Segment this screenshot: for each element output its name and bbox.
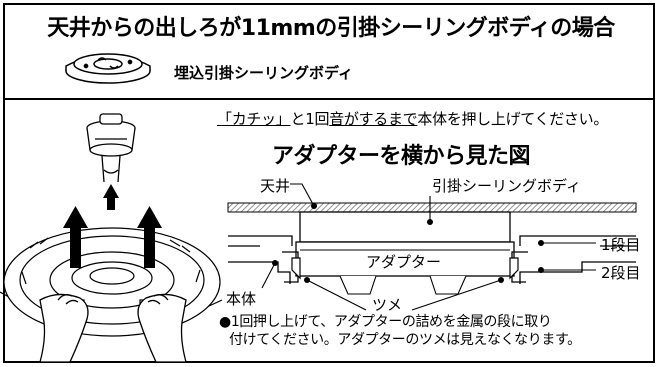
outer-frame	[3, 3, 655, 363]
label-main-body: 本体	[226, 290, 257, 308]
label-ceiling: 天井	[260, 177, 291, 195]
claw-right	[509, 257, 519, 280]
side-view-title: アダプターを横から見た図	[272, 144, 531, 169]
label-claw: ツメ	[372, 296, 403, 314]
note-text: ●1回押し上げて、アダプターの詰めを金属の段に取り 付けてください。アダプターの…	[219, 313, 581, 349]
adapter-hanging-illustration	[86, 113, 136, 183]
push-instruction: 「カチッ」と1回音がするまで本体を押し上げてください。	[217, 108, 608, 129]
adapter-box	[295, 241, 515, 277]
instruction-text-suffix: 本体を押し上げてください。	[417, 110, 609, 128]
note-line-2: 付けてください。アダプターのツメは見えなくなります。	[229, 332, 581, 348]
label-step-1: 1段目	[601, 236, 641, 254]
ceiling-body-type-label: 埋込引掛シーリングボディ	[174, 64, 353, 82]
ceiling-body-icon	[65, 53, 151, 84]
click-sound-quote: 「カチッ」	[217, 110, 291, 128]
note-line-1: 1回押し上げて、アダプターの詰めを金属の段に取り	[230, 314, 552, 330]
label-step-2: 2段目	[601, 264, 641, 282]
push-up-arrow-right	[137, 206, 162, 268]
instruction-text-prefix: と1回	[290, 110, 330, 128]
hands-illustration	[39, 293, 187, 363]
ceiling-band	[227, 202, 637, 213]
push-up-arrow-left	[63, 206, 88, 268]
claw-left	[291, 257, 301, 280]
small-up-arrow	[103, 184, 119, 210]
header-separator	[3, 98, 655, 100]
instruction-text-underlined: 音がするまで	[329, 110, 418, 128]
label-adapter: アダプター	[366, 253, 442, 271]
ceiling-light-body	[0, 227, 223, 337]
side-view-diagram	[227, 183, 637, 311]
page-title: 天井からの出しろが11mmの引掛シーリングボディの場合	[47, 16, 615, 41]
ceiling-body-box	[299, 211, 511, 243]
label-ceiling-body: 引掛シーリングボディ	[432, 177, 581, 195]
note-bullet: ●	[219, 314, 231, 330]
